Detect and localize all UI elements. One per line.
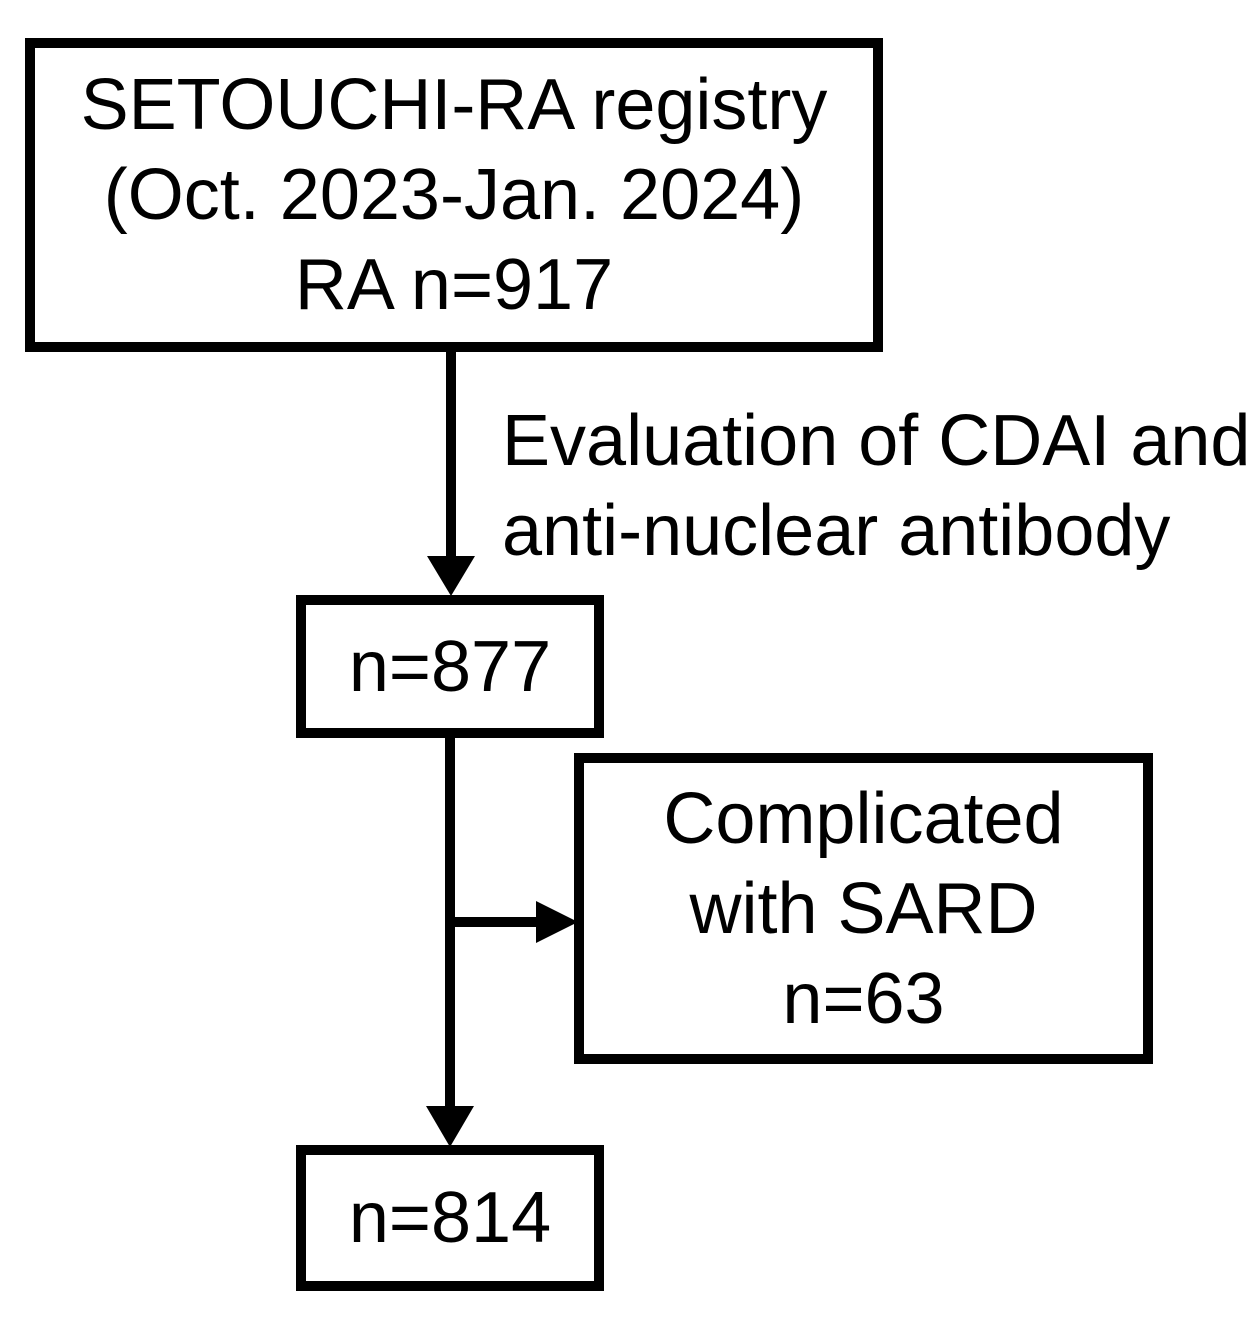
arrow-registry-to-evaluated: [427, 346, 475, 596]
evaluation-edge-label-line1: Evaluation of CDAI and: [502, 401, 1251, 481]
registry-box-line3: RA n=917: [294, 245, 614, 325]
registry-box: SETOUCHI-RA registry (Oct. 2023-Jan. 202…: [25, 38, 883, 352]
final-count-box: n=814: [296, 1145, 604, 1291]
registry-box-line2: (Oct. 2023-Jan. 2024): [103, 155, 805, 235]
evaluation-edge-label: Evaluation of CDAI and anti-nuclear anti…: [502, 396, 1250, 576]
registry-box-line1: SETOUCHI-RA registry: [80, 65, 828, 145]
evaluation-edge-label-line2: anti-nuclear antibody: [502, 491, 1171, 571]
sard-excluded-line1: Complicated: [663, 778, 1064, 859]
final-count-label: n=814: [348, 1178, 552, 1258]
sard-excluded-line3: n=63: [782, 958, 945, 1039]
evaluated-count-label: n=877: [348, 626, 552, 707]
arrow-evaluated-to-final: [426, 732, 474, 1147]
sard-excluded-line2: with SARD: [689, 868, 1038, 949]
arrow-branch-to-sard: [450, 901, 578, 943]
evaluated-count-box: n=877: [296, 595, 604, 738]
sard-excluded-box: Complicated with SARD n=63: [574, 753, 1153, 1064]
